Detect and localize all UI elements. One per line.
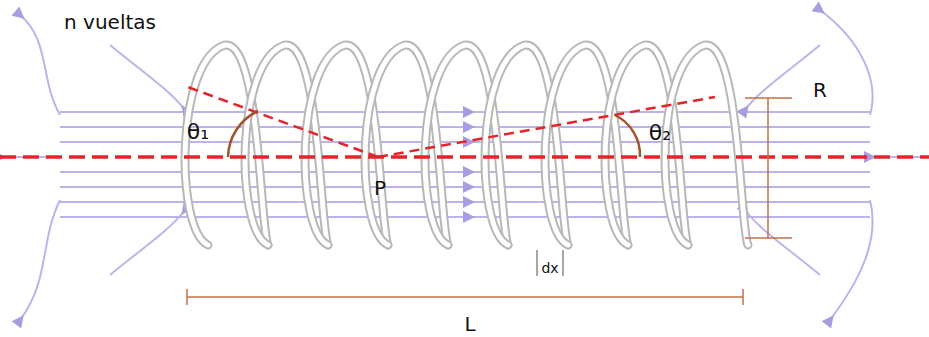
coil-turn <box>665 45 748 245</box>
field-line <box>830 200 873 320</box>
element-label: dx <box>539 260 560 276</box>
field-line <box>60 186 870 188</box>
field-line <box>60 111 870 113</box>
field-line <box>60 126 870 128</box>
angle-label: θ₂ <box>649 122 671 144</box>
turns-label: n vueltas <box>64 12 156 32</box>
field-arrow <box>469 201 470 203</box>
angle-label: θ₁ <box>187 121 209 143</box>
field-arrow <box>469 126 470 128</box>
ray-right <box>378 97 715 157</box>
geometry-lines <box>0 86 929 305</box>
length-label: L <box>464 314 475 334</box>
solenoid-coil <box>185 45 748 245</box>
field-line <box>110 210 185 275</box>
angle-arc <box>615 115 640 157</box>
angle-arc <box>228 111 258 157</box>
field-line <box>820 10 873 115</box>
field-line <box>20 200 60 320</box>
point-label: P <box>374 178 386 198</box>
field-line <box>745 210 820 275</box>
field-lines <box>0 10 929 320</box>
dimension-r <box>745 98 792 238</box>
dimension-dx <box>537 250 563 276</box>
field-line <box>60 201 870 203</box>
axis-line <box>0 155 929 159</box>
field-arrow <box>469 111 470 113</box>
field-arrow <box>469 171 470 173</box>
coil-turn-highlight <box>665 45 748 245</box>
field-line <box>60 216 870 218</box>
field-arrow <box>469 186 470 188</box>
field-line <box>745 45 820 110</box>
field-arrow <box>469 141 470 143</box>
ray-left <box>185 86 378 157</box>
field-line <box>20 15 60 115</box>
radius-label: R <box>813 80 827 100</box>
field-line <box>110 45 185 110</box>
dimension-l <box>187 289 743 305</box>
field-arrow <box>469 216 470 218</box>
